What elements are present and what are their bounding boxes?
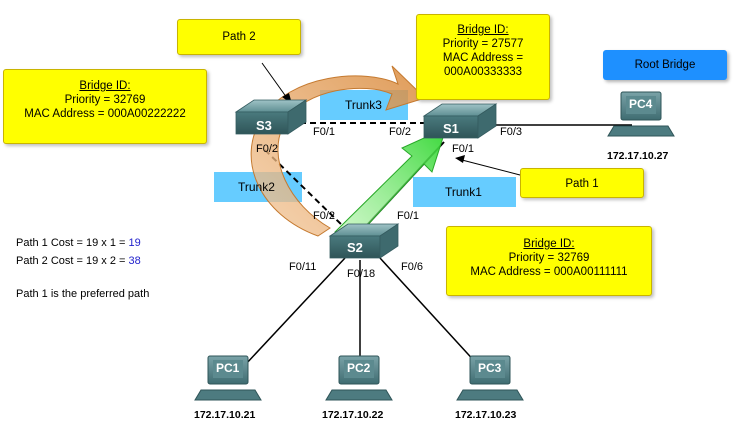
link-s2-pc3 <box>379 257 479 366</box>
pc4-icon <box>607 91 675 137</box>
bridge-id-s2-mac: MAC Address = 000A00111111 <box>470 266 628 278</box>
port-s1-f03: F0/3 <box>500 126 523 138</box>
pc3-ip: 172.17.10.23 <box>455 409 517 421</box>
pc1-name: PC1 <box>216 361 240 375</box>
bridge-id-s1: Bridge ID: Priority = 27577 MAC Address … <box>416 14 550 100</box>
bridge-id-s2: Bridge ID: Priority = 32769 MAC Address … <box>446 226 652 296</box>
trunk1-label: Trunk1 <box>445 185 482 199</box>
bridge-id-s2-title: Bridge ID: <box>523 238 575 250</box>
pc4-ip: 172.17.10.27 <box>607 150 669 162</box>
port-s2-f01: F0/1 <box>397 210 420 222</box>
bridge-id-s3-title: Bridge ID: <box>79 80 131 92</box>
bridge-id-s3-priority: Priority = 32769 <box>64 94 146 106</box>
pc4-name: PC4 <box>629 97 653 111</box>
pc3-name: PC3 <box>478 361 502 375</box>
port-s2-f011: F0/11 <box>289 261 317 273</box>
pc2-ip: 172.17.10.22 <box>322 409 384 421</box>
link-s2-pc1 <box>244 257 346 366</box>
pc2-icon <box>325 355 393 401</box>
pc3-icon <box>456 355 524 401</box>
pc1-ip: 172.17.10.21 <box>194 409 256 421</box>
pc2-name: PC2 <box>347 361 371 375</box>
switch-s3 <box>234 99 308 135</box>
port-s2-f018: F0/18 <box>347 268 376 280</box>
switch-s2 <box>328 223 400 259</box>
bridge-id-s1-mac-line2: 000A00333333 <box>443 66 523 78</box>
path1-cost-label: Path 1 Cost = 19 x 1 = <box>16 237 129 249</box>
s3-label: S3 <box>256 118 272 133</box>
switch-s1 <box>422 103 498 139</box>
port-s1-f01: F0/1 <box>452 143 475 155</box>
s2-label: S2 <box>347 240 363 255</box>
pc1-icon <box>194 355 262 401</box>
path2-cost: Path 2 Cost = 19 x 2 = 38 <box>16 255 141 267</box>
link-s3-s2 <box>264 149 346 229</box>
port-s2-f02: F0/2 <box>313 210 336 222</box>
preferred-path-note: Path 1 is the preferred path <box>16 288 150 300</box>
path2-callout: Path 2 <box>177 19 301 55</box>
bridge-id-s1-mac-line1: MAC Address = <box>442 52 524 64</box>
path2-cost-value: 38 <box>128 255 141 267</box>
path2-cost-label: Path 2 Cost = 19 x 2 = <box>16 255 129 267</box>
bridge-id-s3-mac: MAC Address = 000A00222222 <box>24 108 186 120</box>
bridge-id-s2-priority: Priority = 32769 <box>508 252 590 264</box>
bridge-id-s3: Bridge ID: Priority = 32769 MAC Address … <box>3 69 207 144</box>
trunk1-box <box>413 177 516 207</box>
path1-cost-value: 19 <box>128 237 141 249</box>
trunk2-label: Trunk2 <box>238 180 275 194</box>
trunk3-label: Trunk3 <box>345 98 382 112</box>
port-s3-f02: F0/2 <box>256 143 279 155</box>
root-bridge-callout: Root Bridge <box>603 50 727 80</box>
path1-callout: Path 1 <box>520 168 644 198</box>
bridge-id-s1-priority: Priority = 27577 <box>442 38 524 50</box>
port-s2-f06: F0/6 <box>401 261 424 273</box>
port-s3-f01: F0/1 <box>313 126 336 138</box>
bridge-id-s1-title: Bridge ID: <box>457 24 509 36</box>
s1-label: S1 <box>443 121 459 136</box>
path1-cost: Path 1 Cost = 19 x 1 = 19 <box>16 237 141 249</box>
port-s1-f02: F0/2 <box>389 126 412 138</box>
